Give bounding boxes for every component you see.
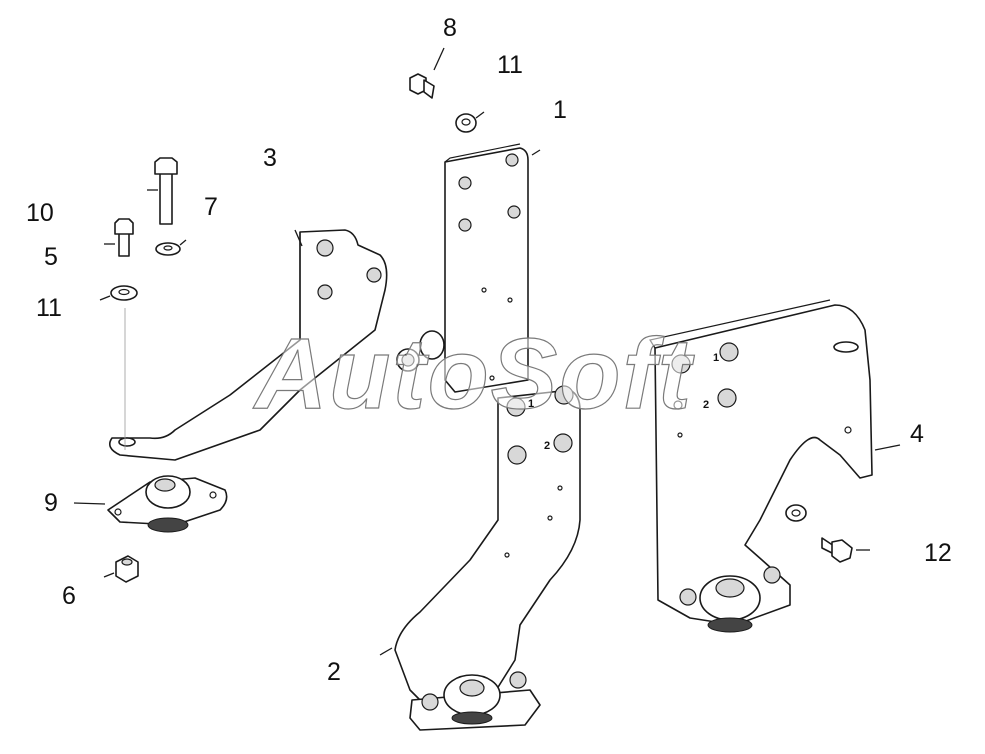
callout-12: 12 xyxy=(924,539,952,567)
mark-part4-2: 2 xyxy=(703,399,709,411)
part-6-nut xyxy=(115,555,139,583)
part-3-bracket xyxy=(109,229,388,461)
callout-2: 2 xyxy=(327,658,341,686)
callout-1: 1 xyxy=(553,96,567,124)
callout-11-top: 11 xyxy=(497,51,523,79)
part-8-bolt xyxy=(409,73,435,99)
part-10-long-bolt xyxy=(154,157,178,225)
part-11-washer-left xyxy=(110,285,138,301)
mark-part2-1: 1 xyxy=(528,398,534,410)
callout-9: 9 xyxy=(44,489,58,517)
part-2-bracket xyxy=(394,385,581,731)
part-5-short-bolt xyxy=(114,218,134,257)
hex-bolt-head xyxy=(396,348,420,372)
part-7-washer xyxy=(155,242,181,256)
callout-8: 8 xyxy=(443,14,457,42)
callout-5: 5 xyxy=(44,243,58,271)
callout-3: 3 xyxy=(263,144,277,172)
callout-6: 6 xyxy=(62,582,76,610)
mark-part4-1: 1 xyxy=(713,352,719,364)
part-11-washer-top xyxy=(455,113,477,133)
callout-10: 10 xyxy=(26,199,54,227)
callout-7: 7 xyxy=(204,193,218,221)
part-12-bolt xyxy=(785,504,853,563)
callout-4: 4 xyxy=(910,420,924,448)
part-9-engine-mount xyxy=(107,475,228,533)
part-4-bracket xyxy=(649,299,873,633)
watermark-text: AutoSoft xyxy=(252,318,695,430)
callout-11-left: 11 xyxy=(36,294,62,322)
leader-lines xyxy=(73,47,901,656)
mark-part2-2: 2 xyxy=(544,440,550,452)
part-1-plate xyxy=(396,143,529,393)
